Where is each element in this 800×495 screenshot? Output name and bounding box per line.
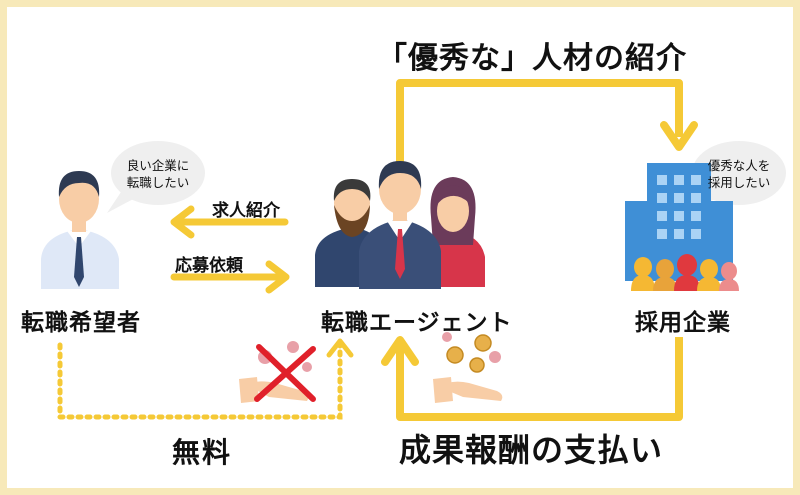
no-fee-icon xyxy=(239,341,316,403)
seeker-bubble-text: 良い企業に 転職したい xyxy=(119,157,197,191)
top-flow-arrow xyxy=(396,79,698,163)
talent-intro-title: 「優秀な」人材の紹介 xyxy=(377,41,687,76)
agent-group-figure xyxy=(315,161,485,289)
payment-flow-arrow xyxy=(381,336,683,421)
seeker-bubble-line: 転職したい xyxy=(126,175,190,190)
fee-payment-title: 成果報酬の支払い xyxy=(399,431,664,469)
job-seeker-figure xyxy=(41,171,119,289)
company-building-figure xyxy=(625,163,739,291)
company-bubble-text: 優秀な人を 採用したい xyxy=(700,157,778,191)
company-bubble-line: 優秀な人を xyxy=(707,158,771,173)
diagram-canvas: 「優秀な」人材の紹介 成果報酬の支払い 無料 転職希望者 転職エージェント 採用… xyxy=(7,7,793,488)
application-arrow xyxy=(170,260,290,294)
company-label: 採用企業 xyxy=(635,310,731,336)
company-bubble-line: 採用したい xyxy=(707,175,771,190)
coins-hand-icon xyxy=(433,332,503,403)
job-intro-arrow xyxy=(170,205,289,239)
flow-graphics xyxy=(41,79,786,421)
seeker-bubble-line: 良い企業に xyxy=(126,158,190,173)
free-label: 無料 xyxy=(172,436,233,469)
seeker-speech-bubble xyxy=(107,141,205,213)
agent-label: 転職エージェント xyxy=(321,310,513,336)
application-label: 応募依頼 xyxy=(175,256,243,276)
free-flow-arrow xyxy=(57,338,354,420)
job-intro-label: 求人紹介 xyxy=(212,201,280,221)
job-seeker-label: 転職希望者 xyxy=(21,310,141,336)
